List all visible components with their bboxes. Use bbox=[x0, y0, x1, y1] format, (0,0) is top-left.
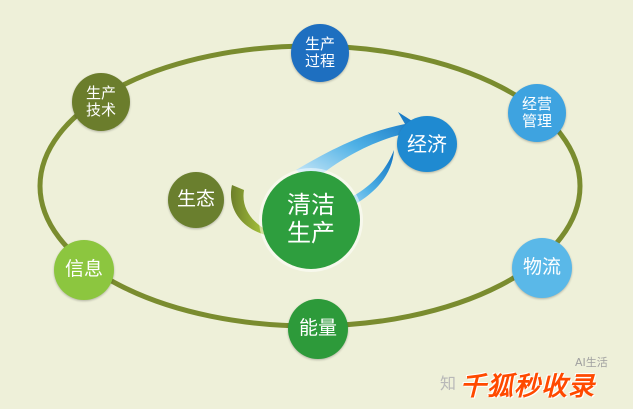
watermark-prefix: 知 bbox=[440, 374, 457, 393]
node-energy-label: 能量 bbox=[298, 317, 337, 340]
node-production-process-label: 生产 过程 bbox=[304, 34, 335, 70]
node-economy[interactable]: 经济 bbox=[397, 116, 457, 172]
node-production-technology-label: 生产 技术 bbox=[85, 83, 116, 119]
node-operations-management-label: 经营 管理 bbox=[521, 94, 552, 130]
watermark-text: 千狐秒收录 bbox=[460, 372, 596, 402]
node-production-process[interactable]: 生产 过程 bbox=[291, 24, 349, 82]
watermark-tag: AI生活 bbox=[575, 356, 608, 369]
node-information[interactable]: 信息 bbox=[54, 240, 114, 300]
node-operations-management[interactable]: 经营 管理 bbox=[508, 84, 566, 142]
node-production-technology[interactable]: 生产 技术 bbox=[72, 73, 130, 131]
node-logistics[interactable]: 物流 bbox=[512, 238, 572, 298]
economy-cycle-arrow bbox=[296, 112, 420, 182]
node-ecology[interactable]: 生态 bbox=[168, 172, 224, 228]
node-economy-label: 经济 bbox=[407, 131, 447, 156]
center-node-clean-production[interactable]: 清洁 生产 bbox=[262, 171, 360, 269]
node-energy[interactable]: 能量 bbox=[288, 299, 348, 359]
node-ecology-label: 生态 bbox=[176, 188, 215, 211]
node-logistics-label: 物流 bbox=[522, 256, 561, 279]
ecology-cycle-arrow bbox=[230, 185, 284, 238]
node-information-label: 信息 bbox=[64, 258, 103, 281]
center-node-label: 清洁 生产 bbox=[287, 191, 335, 247]
